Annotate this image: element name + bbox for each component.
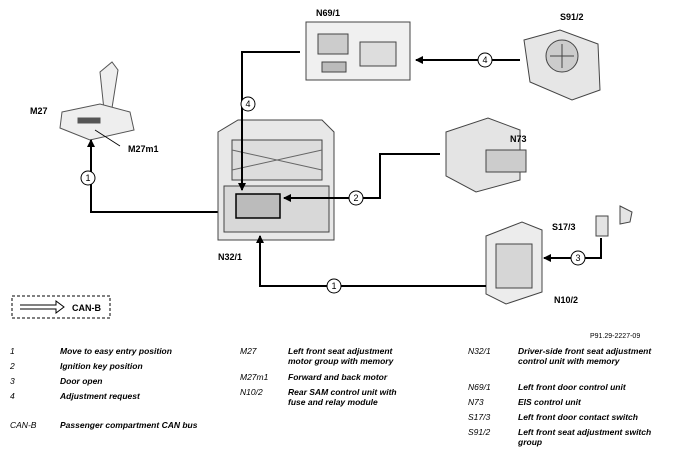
seat-frame-illustration bbox=[217, 119, 335, 241]
signal-2-badge: 2 bbox=[353, 193, 358, 203]
label-n69-1: N69/1 bbox=[316, 8, 340, 18]
canb-key-label: CAN-B bbox=[72, 303, 101, 313]
switch-group-illustration bbox=[523, 29, 601, 101]
wiring-diagram: M27 M27m1 1 N32/1 N69/1 4 S91/2 4 bbox=[11, 8, 633, 319]
label-m27: M27 bbox=[30, 106, 48, 116]
label-n32-1: N32/1 bbox=[218, 252, 242, 262]
line-signal-1-to-m27 bbox=[87, 139, 232, 213]
signal-3-badge: 3 bbox=[575, 253, 580, 263]
label-n73: N73 bbox=[510, 134, 527, 144]
label-s17-3: S17/3 bbox=[552, 222, 576, 232]
label-n10-2: N10/2 bbox=[554, 295, 578, 305]
label-s91-2: S91/2 bbox=[560, 12, 584, 22]
label-m27m1: M27m1 bbox=[128, 144, 159, 154]
canb-key: CAN-B bbox=[11, 295, 111, 319]
seat-m27-illustration bbox=[59, 61, 135, 141]
rear-sam-illustration bbox=[485, 221, 543, 305]
eis-control-unit-illustration bbox=[445, 117, 527, 193]
line-signal-1-to-n32 bbox=[256, 235, 486, 287]
line-signal-4-to-n32 bbox=[238, 51, 300, 191]
door-control-unit-illustration bbox=[305, 21, 411, 81]
signal-4-badge-right: 4 bbox=[482, 55, 487, 65]
line-signal-3-to-n10 bbox=[543, 238, 602, 262]
door-contact-switch-illustration bbox=[595, 205, 633, 237]
signal-1-badge-upper: 1 bbox=[85, 173, 90, 183]
figure-reference: P91.29-2227-09 bbox=[590, 333, 641, 340]
signal-4-badge-left: 4 bbox=[245, 99, 250, 109]
line-signal-2-to-n32 bbox=[283, 153, 440, 202]
signal-1-badge-lower: 1 bbox=[331, 281, 336, 291]
